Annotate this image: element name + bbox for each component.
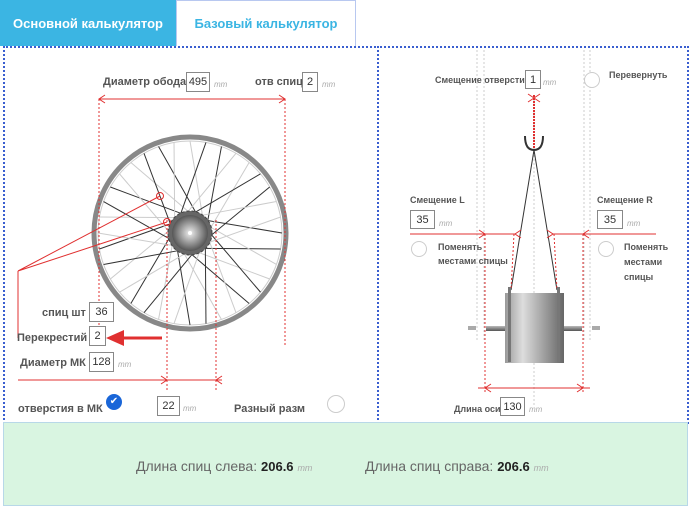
flip-toggle[interactable] [584,72,600,88]
spoke-count-input[interactable] [89,302,114,322]
spoke [173,142,176,221]
swap-r-label: Поменять [624,242,669,252]
spoke [205,219,283,234]
spoke [209,162,250,230]
spoke [99,222,173,250]
unit-label: mm [627,219,641,228]
offset-l-input[interactable] [410,210,435,229]
flip-label: Перевернуть [609,70,668,80]
spoke [119,173,171,234]
unit-label: mm [183,404,197,413]
spoke [209,232,261,293]
spoke [110,229,171,280]
spoke [143,153,172,227]
unit-label: mm [543,78,557,87]
swap-r-label: местами [624,257,663,267]
unit-label: mm [533,463,549,473]
unit-label: mm [439,219,453,228]
spoke [158,146,198,215]
result-panel: Длина спиц слева: 206.6 mm Длина спиц сп… [3,422,688,506]
left-spoke-length-value: 206.6 [261,459,294,474]
spoke [204,245,207,324]
left-spoke-length-label: Длина спиц слева: [136,458,258,474]
unit-label: mm [529,405,543,414]
wheel-graphic [91,134,289,332]
spoke [206,146,222,224]
swap-r-toggle[interactable] [598,241,614,257]
tab-basic-calculator[interactable]: Базовый калькулятор [176,0,356,46]
spoke [179,142,207,216]
spoke [189,252,250,304]
spoke [130,236,171,304]
tab-main-calculator[interactable]: Основной калькулятор [0,0,176,46]
spoke [173,250,201,324]
spoke-hole-label: отв спиц [255,76,303,88]
crossings-label: Перекрестий [17,332,88,344]
spoke [143,252,194,313]
axle [188,231,192,235]
swap-l-label: Поменять [438,242,483,252]
hub-holes-label: отверстия в МК [18,403,103,415]
spoke [207,216,281,244]
spoke [202,247,281,250]
different-size-label: Разный разм [234,403,306,415]
offset-r-input[interactable] [597,210,623,229]
right-spoke-length: Длина спиц справа: 206.6 mm [365,458,549,474]
hub-diagram [410,50,656,405]
spoke [199,201,277,217]
wheel-dimension-lines [17,94,286,390]
swap-r-label: спицы [624,272,654,282]
spoke [189,140,204,218]
hub-diameter-input[interactable] [89,352,114,372]
spoke [193,173,261,214]
swap-l-toggle[interactable] [411,241,427,257]
spoke [97,232,175,247]
different-size-toggle[interactable] [327,395,345,413]
spoke [176,248,191,326]
crossings-input[interactable] [89,326,106,346]
unit-label: mm [214,80,228,89]
spoke [99,216,178,219]
unit-label: mm [322,80,336,89]
unit-label: mm [118,360,132,369]
hole-offset-input[interactable] [525,70,541,89]
right-spoke-length-label: Длина спиц справа: [365,458,494,474]
spoke [208,239,237,313]
hole-offset-label: Смещение отверстий [435,75,531,85]
axle-length-input[interactable] [500,397,525,416]
spoke-count-label: спиц шт [42,307,86,319]
spoke-hole-input[interactable] [302,72,318,92]
rim-diameter-input[interactable] [186,72,210,92]
spoke [208,225,277,265]
hub-holes-input[interactable] [157,396,180,416]
hub-diameter-label: Диаметр МК [20,357,86,369]
right-spoke-length-value: 206.6 [497,459,530,474]
axle-length-label: Длина оси [454,404,501,414]
rim-diameter-label: Диаметр обода [103,76,187,88]
spoke [110,186,184,215]
spoke [119,252,187,293]
hub-holes-checkbox[interactable]: ✔ [106,394,122,410]
offset-r-label: Смещение R [597,195,653,205]
spoke [186,153,237,214]
red-arrow-crossings-icon [106,330,162,346]
unit-label: mm [297,463,313,473]
spoke [209,186,270,237]
offset-l-label: Смещение L [410,195,465,205]
spoke [103,201,172,241]
spoke [130,162,191,214]
spoke [182,251,222,320]
left-spoke-length: Длина спиц слева: 206.6 mm [136,458,312,474]
spoke [196,251,270,280]
swap-l-label: местами спицы [438,256,508,266]
spoke [158,242,174,320]
